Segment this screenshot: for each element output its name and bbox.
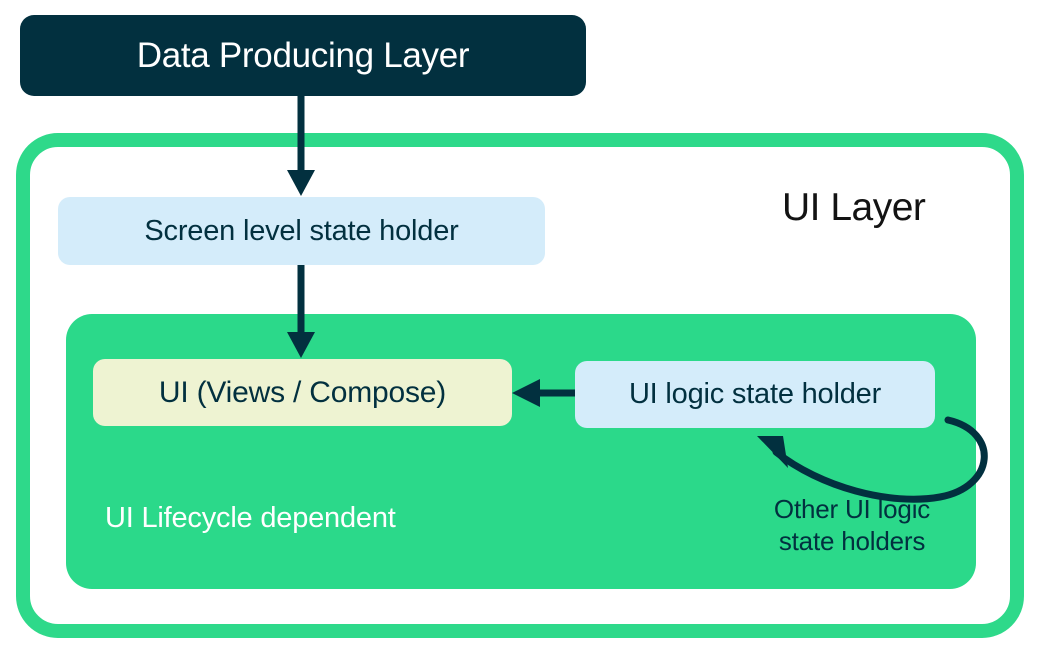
- ui-lifecycle-dependent-label: UI Lifecycle dependent: [105, 502, 396, 534]
- screen-level-state-holder-box: Screen level state holder: [58, 197, 545, 265]
- other-holders-line-1: Other UI logic: [773, 494, 931, 524]
- ui-views-compose-box: UI (Views / Compose): [93, 359, 512, 426]
- data-producing-layer-box: Data Producing Layer: [20, 15, 586, 96]
- ui-layer-title: UI Layer: [782, 186, 926, 229]
- screen-level-state-holder-label: Screen level state holder: [144, 214, 459, 247]
- ui-logic-state-holder-box: UI logic state holder: [575, 361, 935, 428]
- other-holders-line-2: state holders: [778, 525, 926, 556]
- ui-views-compose-label: UI (Views / Compose): [158, 375, 447, 409]
- ui-layer-container: [16, 133, 1024, 638]
- data-producing-layer-label: Data Producing Layer: [136, 36, 470, 75]
- ui-logic-state-holder-label: UI logic state holder: [628, 378, 882, 410]
- other-ui-logic-state-holders-caption: Other UI logic state holders: [752, 494, 952, 557]
